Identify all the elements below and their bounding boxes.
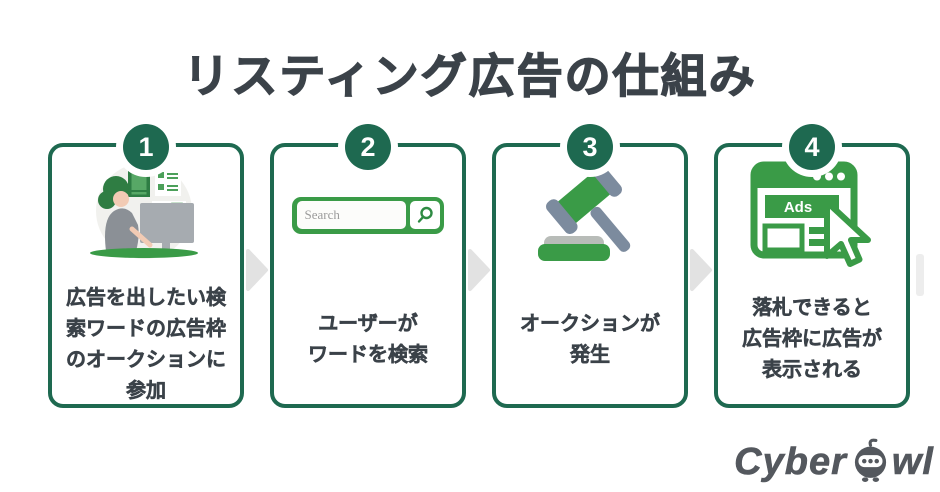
step-number-badge: 3 <box>567 124 613 170</box>
step-description: オークションが 発生 <box>520 312 661 366</box>
page-title: リスティング広告の仕組み <box>183 49 757 102</box>
step-description: ユーザーが ワードを検索 <box>308 312 429 366</box>
search-input: Search <box>296 201 406 229</box>
step-card-1: 1 <box>48 124 244 408</box>
arrow-right-icon <box>466 247 492 293</box>
owl-icon <box>854 438 886 482</box>
logo-text-cyber: Cyber <box>734 441 847 484</box>
step-card-2: 2 Search ユーザーが ワードを検索 <box>270 124 466 408</box>
arrow-right-icon <box>244 247 270 293</box>
browser-ad-cursor-icon: Ads <box>718 147 906 283</box>
logo-text-wl: wl <box>891 441 934 484</box>
step-number-badge: 2 <box>345 124 391 170</box>
search-bar-illustration: Search <box>274 147 462 283</box>
partial-arrow-right-icon <box>916 254 924 296</box>
step-card-4: 4 Ads 落札できると 広告枠に広告が 表示される <box>714 124 910 408</box>
step-number-badge: 1 <box>123 124 169 170</box>
magnifier-icon <box>417 206 433 223</box>
step-description: 落札できると 広告枠に広告が 表示される <box>742 297 883 382</box>
arrow-right-icon <box>688 247 714 293</box>
cursor-icon <box>824 199 871 267</box>
woman-at-computer-illustration <box>52 147 240 283</box>
step-card-3: 3 オークションが 発生 <box>492 124 688 408</box>
steps-flow: 1 <box>48 124 910 408</box>
brand-logo: Cyber wl <box>734 438 934 484</box>
ads-banner <box>765 195 839 218</box>
search-button <box>409 201 440 229</box>
ads-banner-label: Ads <box>784 199 812 216</box>
step-description: 広告を出したい検 索ワードの広告枠 のオークションに 参加 <box>66 287 227 403</box>
search-bar: Search <box>292 196 444 234</box>
step-number-badge: 4 <box>789 124 835 170</box>
auction-gavel-icon <box>496 147 684 283</box>
